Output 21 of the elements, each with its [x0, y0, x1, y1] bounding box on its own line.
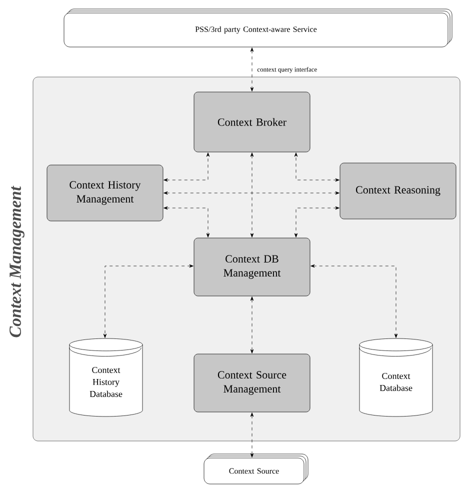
arrow	[164, 206, 210, 238]
arrow	[164, 152, 210, 182]
process-box: Context Reasoning	[340, 162, 456, 220]
arrow	[294, 206, 340, 238]
arrow	[250, 48, 254, 92]
arrow	[250, 152, 254, 238]
process-box: Context History Management	[46, 164, 164, 222]
stacked-box: PSS/3rd party Context-aware Service	[64, 8, 452, 48]
stacked-box: Context Source	[204, 454, 308, 484]
arrow	[250, 296, 254, 354]
panel-title: Context Management	[10, 186, 24, 338]
arrow	[294, 152, 340, 182]
arrow	[103, 264, 194, 338]
process-box: Context Broker	[194, 92, 310, 152]
arrow	[250, 412, 254, 458]
process-box: Context DB Management	[194, 238, 310, 296]
database-cylinder: Context History Database	[69, 338, 143, 417]
arrow	[164, 191, 340, 195]
database-cylinder: Context Database	[359, 338, 433, 417]
arrow	[310, 264, 398, 338]
process-box: Context Source Management	[194, 354, 310, 412]
